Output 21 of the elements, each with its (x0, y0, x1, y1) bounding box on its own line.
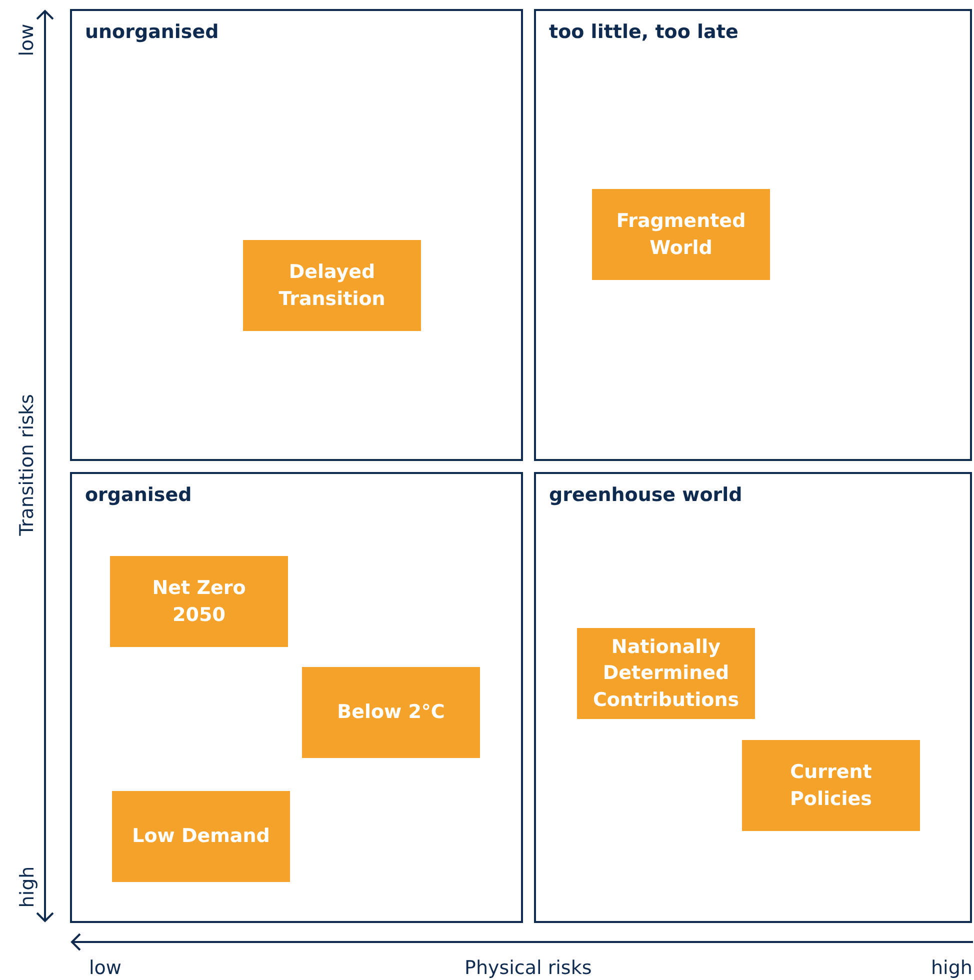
scenario-box: Fragmented World (592, 189, 770, 280)
axis-label: low (89, 957, 122, 979)
axis-title: Transition risks (16, 394, 38, 536)
quadrant-panel (70, 472, 523, 923)
scenario-box: Below 2°C (302, 667, 480, 758)
scenario-box: Current Policies (742, 740, 920, 831)
quadrant-heading: unorganised (85, 21, 219, 43)
quadrant-heading: too little, too late (549, 21, 738, 43)
scenario-box: Delayed Transition (243, 240, 421, 331)
scenario-box: Nationally Determined Contributions (577, 628, 755, 719)
quadrant-heading: organised (85, 484, 192, 506)
quadrant-panel (70, 9, 523, 461)
axis-title: Physical risks (464, 957, 592, 979)
axis-label: low (16, 24, 38, 56)
axis-label: high (931, 957, 972, 979)
axis-label: high (16, 866, 38, 908)
quadrant-panel (534, 472, 972, 923)
scenario-box: Low Demand (112, 791, 290, 882)
scenario-box: Net Zero 2050 (110, 556, 288, 647)
quadrant-heading: greenhouse world (549, 484, 742, 506)
quadrant-panel (534, 9, 972, 461)
